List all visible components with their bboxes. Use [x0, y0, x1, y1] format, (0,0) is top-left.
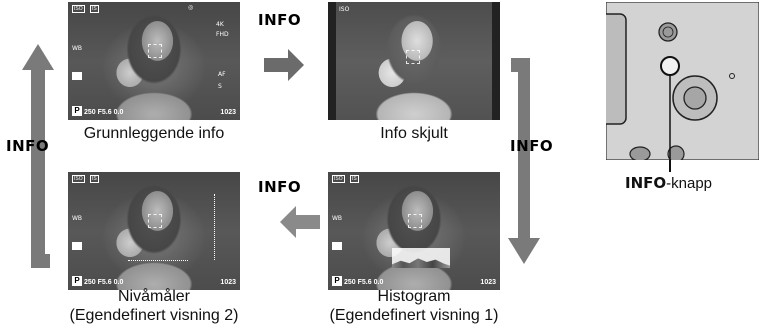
- mode-indicator: P: [72, 106, 82, 116]
- caption-histogram: Histogram (Egendefinert visning 1): [329, 288, 499, 324]
- mode-indicator: P: [332, 276, 342, 286]
- arrow-down-icon: [508, 58, 540, 264]
- arrow-up-icon: [22, 44, 54, 268]
- arrow-right-icon: [264, 49, 304, 81]
- screen-histogram: ISO IS WB P 250 F5.6 0.0 1023: [328, 172, 500, 290]
- info-label-left: INFO: [6, 137, 50, 155]
- screen-basic-info: ISO IS ◎ 4K FHD WB AF S P 250 F5.6 0.0 1…: [68, 2, 240, 120]
- arrow-left-icon: [280, 206, 320, 238]
- exposure-readout: 250 F5.6 0.0 1023: [84, 279, 236, 286]
- info-button-icon: [660, 56, 680, 76]
- exposure-readout: 250 F5.6 0.0 1023: [344, 279, 496, 286]
- caption-basic-info: Grunnleggende info: [83, 125, 225, 142]
- caption-level-gauge: Nivåmåler (Egendefinert visning 2): [69, 288, 239, 324]
- caption-info-hidden: Info skjult: [380, 125, 448, 142]
- camera-back-illustration: [606, 2, 759, 160]
- leader-line-extension: [669, 160, 671, 172]
- info-label-right: INFO: [510, 137, 554, 155]
- horizontal-level-gauge: [128, 260, 188, 263]
- info-label-bottom: INFO: [258, 178, 302, 196]
- mode-indicator: P: [72, 276, 82, 286]
- vertical-level-gauge: [214, 194, 217, 260]
- info-label-top: INFO: [258, 11, 302, 29]
- exposure-readout: 250 F5.6 0.0 1023: [84, 109, 236, 116]
- info-button-caption: INFO-knapp: [625, 174, 713, 192]
- histogram-panel: [392, 248, 450, 268]
- screen-info-hidden: ISO: [328, 2, 500, 120]
- screen-level-gauge: ISO IS WB P 250 F5.6 0.0 1023: [68, 172, 240, 290]
